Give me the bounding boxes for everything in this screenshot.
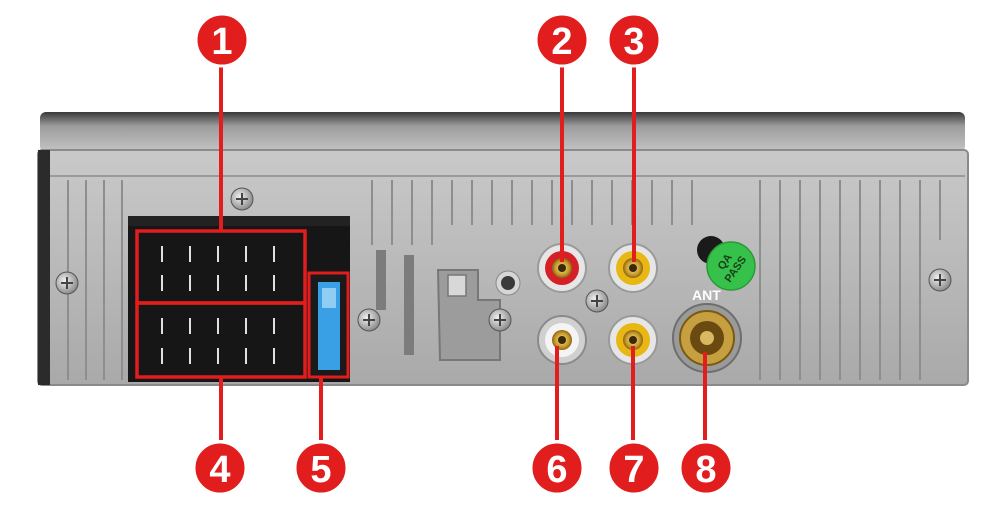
screw-icon xyxy=(585,289,609,313)
callout-7-number: 7 xyxy=(623,449,644,491)
rca-jack-yellow-top xyxy=(608,243,658,293)
callout-8-number: 8 xyxy=(695,449,716,491)
screw-icon xyxy=(55,271,79,295)
callout-2: 2 xyxy=(534,12,590,68)
screw-icon xyxy=(928,268,952,292)
fuse xyxy=(307,271,350,379)
callout-1-number: 1 xyxy=(211,21,232,63)
screw-icon xyxy=(230,187,254,211)
callout-5-number: 5 xyxy=(310,449,331,491)
callout-4-number: 4 xyxy=(209,449,230,491)
callout-2-number: 2 xyxy=(551,21,572,63)
callout-7: 7 xyxy=(606,440,662,496)
rca-jack-red xyxy=(537,243,587,293)
screw-icon xyxy=(488,308,512,332)
screw-icon xyxy=(357,308,381,332)
callout-6-number: 6 xyxy=(546,449,567,491)
callout-4: 4 xyxy=(192,440,248,496)
rca-jack-white xyxy=(537,315,587,365)
callout-1: 1 xyxy=(194,12,250,68)
callout-5: 5 xyxy=(293,440,349,496)
screw-hole-icon xyxy=(495,270,521,296)
rca-jack-yellow-bottom xyxy=(608,315,658,365)
chassis-screws xyxy=(55,187,952,332)
callout-leader-lines xyxy=(219,62,707,440)
antenna-label: ANT xyxy=(692,287,721,303)
callout-3-number: 3 xyxy=(623,21,644,63)
fuse-highlight xyxy=(307,271,350,379)
callout-8: 8 xyxy=(678,440,734,496)
callout-6: 6 xyxy=(529,440,585,496)
antenna-socket: ANT xyxy=(672,287,742,373)
callout-3: 3 xyxy=(606,12,662,68)
heat-sink-fins xyxy=(67,180,941,380)
qa-pass-sticker: QA PASS xyxy=(697,236,756,291)
